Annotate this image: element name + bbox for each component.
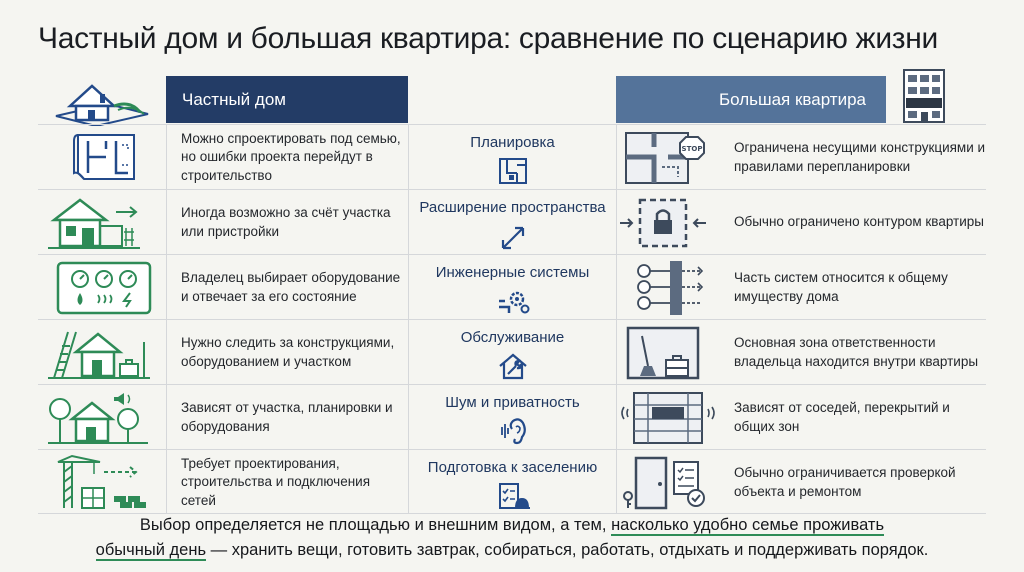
expand-arrows-icon — [501, 226, 524, 250]
table-row: Требует проектирования, строительства и … — [38, 449, 986, 514]
house-movein-text: Требует проектирования, строительства и … — [181, 456, 371, 508]
house-column-header: Частный дом — [166, 76, 408, 123]
table-row: Нужно следить за конструкциями, оборудов… — [38, 319, 986, 384]
apartment-soundproof-grid-icon — [621, 392, 715, 444]
footer-highlight-1: насколько удобно семье проживать — [611, 516, 885, 536]
aspect-label: Планировка — [470, 134, 555, 151]
house-maintenance-text: Нужно следить за конструкциями, оборудов… — [181, 335, 395, 369]
door-keys-checklist-icon — [623, 456, 705, 510]
floor-plan-stop-icon: STOP — [625, 132, 705, 184]
stop-sign-label: STOP — [682, 145, 703, 153]
house-planning-text: Можно спроектировать под семью, но ошибк… — [181, 131, 401, 183]
table-row: Иногда возможно за счёт участка или прис… — [38, 189, 986, 254]
apartment-interior-tools-icon — [626, 326, 700, 380]
house-noise-text: Зависят от участка, планировки и оборудо… — [181, 400, 393, 434]
locked-boundary-icon — [620, 198, 706, 248]
aspect-label: Расширение пространства — [419, 199, 606, 216]
floor-plan-blueprint-icon — [73, 134, 135, 180]
house-expansion-text: Иногда возможно за счёт участка или прис… — [181, 205, 391, 239]
apartment-noise-text: Зависят от соседей, перекрытий и общих з… — [734, 400, 950, 434]
house-trees-sound-icon — [48, 393, 148, 444]
footer-text-1: Выбор определяется не площадью и внешним… — [139, 516, 607, 534]
page-title: Частный дом и большая квартира: сравнени… — [38, 22, 938, 55]
apartment-expansion-text: Обычно ограничено контуром квартиры — [734, 214, 984, 230]
apartment-maintenance-text: Основная зона ответственности владельца … — [734, 335, 979, 369]
utility-meters-icon — [56, 261, 152, 315]
house-maintenance-icon — [48, 331, 150, 379]
table-row: Зависят от участка, планировки и оборудо… — [38, 384, 986, 449]
construction-crane-icon — [57, 454, 146, 509]
shared-risers-gauges-icon — [637, 261, 704, 315]
house-engineering-text: Владелец выбирает оборудование и отвечае… — [181, 270, 401, 304]
aspect-label: Обслуживание — [460, 329, 565, 346]
comparison-table: Можно спроектировать под семью, но ошибк… — [38, 124, 986, 514]
ear-sound-icon — [500, 418, 526, 445]
table-row: Владелец выбирает оборудование и отвечае… — [38, 254, 986, 319]
footer-conclusion: Выбор определяется не площадью и внешним… — [0, 513, 1024, 563]
footer-text-2: — хранить вещи, готовить завтрак, собира… — [210, 541, 929, 559]
house-wrench-icon — [498, 353, 527, 380]
apartment-building-icon — [903, 69, 945, 123]
house-extension-icon — [48, 198, 140, 249]
apartment-column-header: Большая квартира — [616, 76, 886, 123]
apartment-planning-text: Ограничена несущими конструкциями и прав… — [734, 140, 986, 174]
blueprint-icon — [498, 158, 527, 184]
gears-pipes-icon — [498, 291, 529, 314]
checklist-hardhat-icon — [498, 483, 530, 509]
apartment-engineering-text: Часть систем относится к общему имуществ… — [734, 270, 948, 304]
aspect-label: Шум и приватность — [445, 394, 580, 411]
aspect-label: Инженерные системы — [435, 264, 590, 281]
house-isometric-icon — [55, 84, 149, 126]
aspect-label: Подготовка к заселению — [427, 459, 598, 476]
footer-highlight-2: обычный день — [95, 541, 207, 561]
table-row: Можно спроектировать под семью, но ошибк… — [38, 124, 986, 189]
apartment-movein-text: Обычно ограничивается проверкой объекта … — [734, 465, 956, 499]
